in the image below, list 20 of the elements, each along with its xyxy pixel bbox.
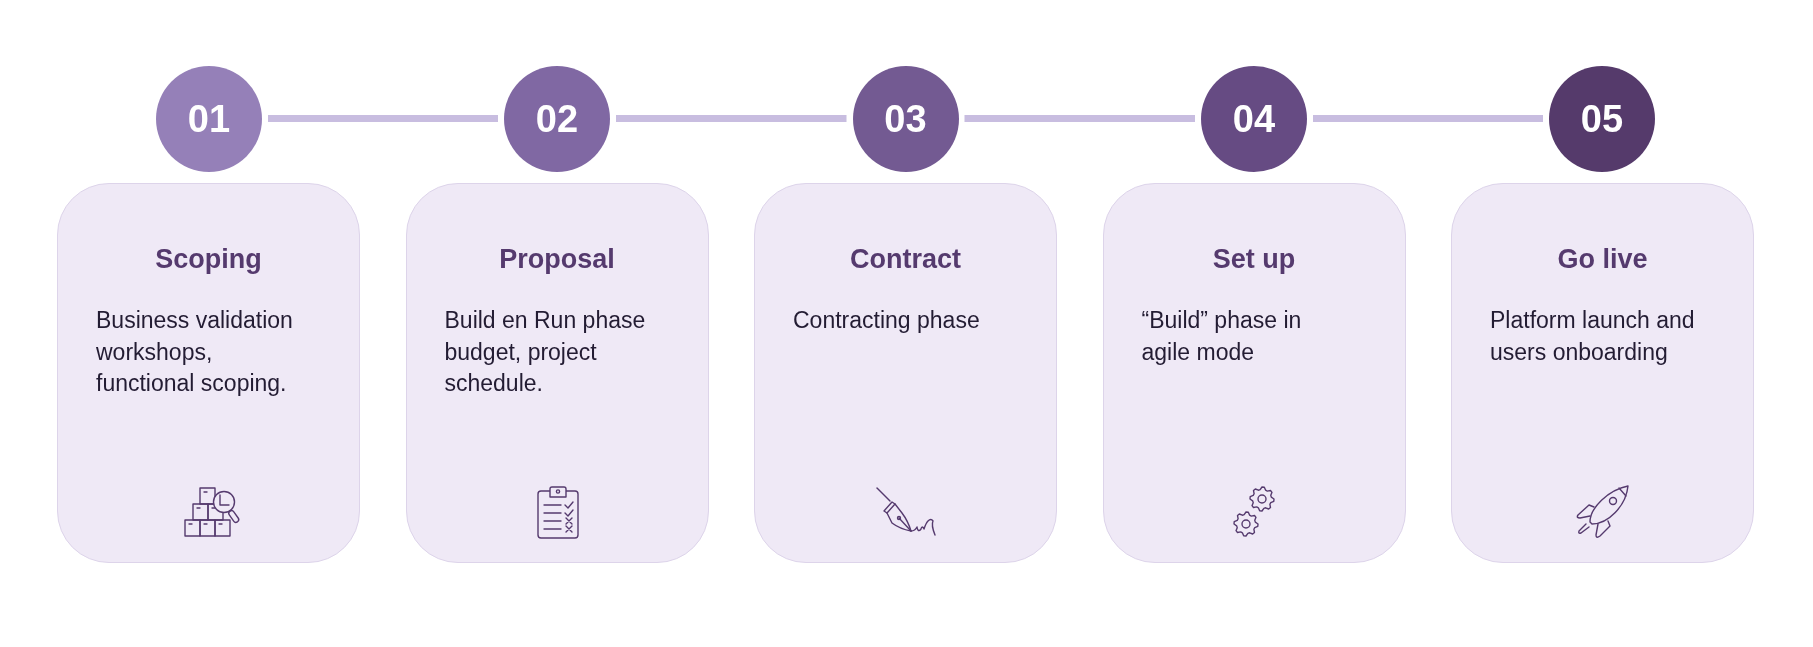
step-number: 02 bbox=[535, 96, 579, 141]
step-title: Go live bbox=[1556, 243, 1649, 275]
step-card bbox=[57, 183, 360, 563]
step-description: Build en Run phase budget, project schedule. bbox=[444, 306, 647, 399]
step-number: 05 bbox=[1580, 96, 1624, 141]
step-card bbox=[1451, 183, 1754, 563]
step-card bbox=[1102, 183, 1406, 563]
step-number: 01 bbox=[187, 96, 231, 141]
step-title: Scoping bbox=[154, 243, 263, 275]
step-title: Contract bbox=[849, 243, 962, 275]
step-description: Platform launch and users onboarding bbox=[1490, 306, 1696, 367]
step-number: 04 bbox=[1232, 96, 1276, 141]
step-description: Contracting phase bbox=[793, 306, 981, 335]
step-card bbox=[405, 183, 709, 563]
step-title: Set up bbox=[1211, 243, 1297, 275]
step-number: 03 bbox=[884, 96, 927, 141]
step-description: Business validation workshops, functional scoping. bbox=[96, 306, 294, 399]
step-title: Proposal bbox=[498, 243, 616, 275]
step-card bbox=[754, 183, 1057, 563]
step-description: “Build” phase in agile mode bbox=[1141, 306, 1303, 367]
